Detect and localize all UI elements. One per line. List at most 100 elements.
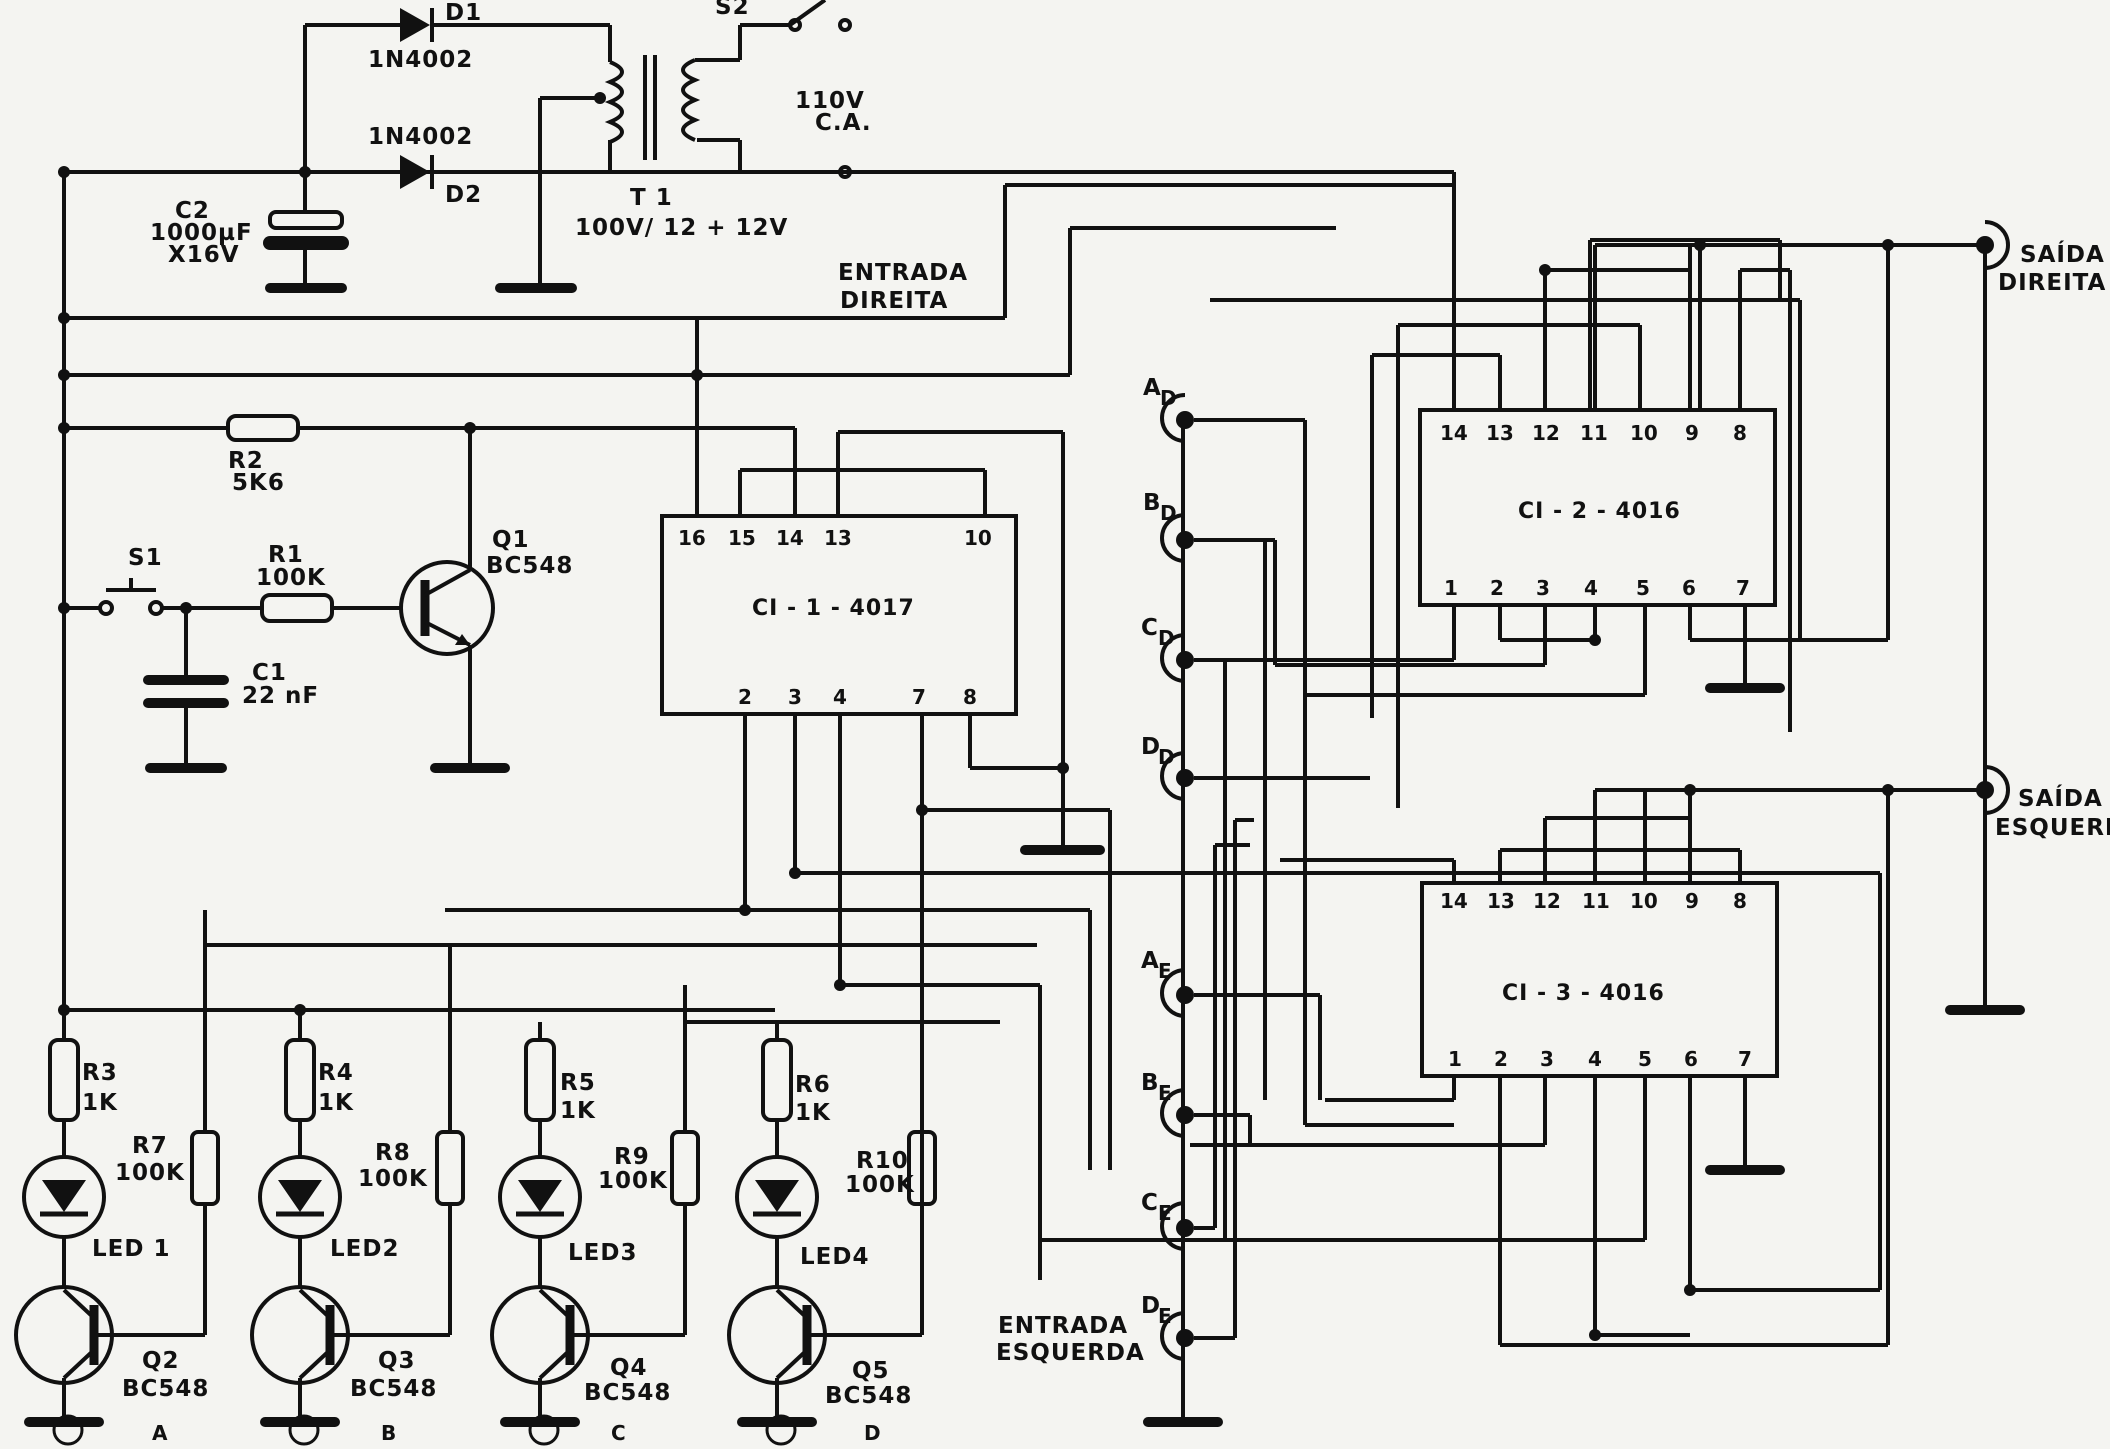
jack-be[interactable] bbox=[1160, 1088, 1252, 1147]
transformer-primary bbox=[681, 58, 701, 142]
jack-de-letter: D bbox=[1141, 1293, 1161, 1319]
ci1-pin-15: 15 bbox=[728, 526, 756, 550]
d2-label: D2 bbox=[445, 182, 482, 208]
r5-label: R5 bbox=[560, 1070, 596, 1096]
diode-d1-symbol bbox=[400, 8, 430, 42]
q4-type: BC548 bbox=[584, 1380, 671, 1406]
stage-2-base-resistor bbox=[435, 1130, 465, 1206]
jack-ae-sub: E bbox=[1158, 959, 1172, 983]
q2-collector bbox=[62, 1288, 96, 1320]
stage-2-tag-circle bbox=[288, 1414, 320, 1446]
jack-de[interactable] bbox=[1160, 818, 1254, 1361]
stage-1-collector-resistor bbox=[48, 1038, 80, 1122]
output-left-label-2: ESQUERDA bbox=[1995, 815, 2110, 841]
ci3-pin-3: 3 bbox=[1540, 1047, 1554, 1071]
ci3-pin-4: 4 bbox=[1588, 1047, 1602, 1071]
jack-ad-letter: A bbox=[1143, 375, 1162, 401]
jack-dd-letter: D bbox=[1141, 734, 1161, 760]
jack-bd[interactable] bbox=[1160, 513, 1267, 1100]
r3-label: R3 bbox=[82, 1060, 118, 1086]
input-left-label-1: ENTRADA bbox=[998, 1313, 1128, 1339]
jack-be-sub: E bbox=[1158, 1081, 1172, 1105]
r2-value-label: 5K6 bbox=[232, 470, 285, 496]
input-left-label-2: ESQUERDA bbox=[996, 1340, 1145, 1366]
output-jack-left[interactable] bbox=[1976, 765, 2010, 815]
stage-3-tag-circle bbox=[528, 1414, 560, 1446]
ci3-label: CI - 3 - 4016 bbox=[1502, 981, 1665, 1006]
ci2-pin-8: 8 bbox=[1733, 421, 1747, 445]
d1-label: D1 bbox=[445, 0, 482, 26]
output-right-label-2: DIREITA bbox=[1998, 270, 2106, 296]
output-jack-right[interactable] bbox=[1976, 220, 2010, 270]
q1-label: Q1 bbox=[492, 527, 530, 553]
r2-label: R2 bbox=[228, 448, 264, 474]
resistor-r1 bbox=[260, 593, 334, 623]
stage-2-collector-resistor bbox=[284, 1038, 316, 1122]
q5-emitter bbox=[775, 1348, 809, 1380]
led1-label: LED 1 bbox=[92, 1236, 170, 1262]
tag-d: D bbox=[864, 1421, 881, 1445]
led-4-arrow bbox=[755, 1180, 799, 1212]
jack-ce[interactable] bbox=[1160, 843, 1250, 1251]
ci3-pin-2: 2 bbox=[1494, 1047, 1508, 1071]
ci3-pin-14: 14 bbox=[1440, 889, 1468, 913]
output-left-label-1: SAÍDA bbox=[2018, 784, 2103, 812]
jack-cd-sub: D bbox=[1158, 626, 1175, 650]
r8-value: 100K bbox=[358, 1166, 428, 1192]
ci2-pin-13: 13 bbox=[1486, 421, 1514, 445]
ic-ci1 bbox=[660, 318, 1105, 1315]
ci2-pin-14: 14 bbox=[1440, 421, 1468, 445]
ci1-pin-8: 8 bbox=[963, 685, 977, 709]
r9-label: R9 bbox=[614, 1144, 650, 1170]
jack-ae[interactable] bbox=[1160, 968, 1322, 1100]
stage-4-tag-circle bbox=[765, 1414, 797, 1446]
mains-terminal-2 bbox=[838, 165, 852, 179]
ci2-pin-12: 12 bbox=[1532, 421, 1560, 445]
ci2-pin-11: 11 bbox=[1580, 421, 1608, 445]
r9-value: 100K bbox=[598, 1168, 668, 1194]
jack-ce-letter: C bbox=[1141, 1190, 1159, 1216]
ci2-pin-2: 2 bbox=[1490, 576, 1504, 600]
ci3-pin-11: 11 bbox=[1582, 889, 1610, 913]
ci2-pin-1: 1 bbox=[1444, 576, 1458, 600]
r6-value: 1K bbox=[795, 1100, 831, 1126]
oscillator bbox=[58, 183, 1454, 773]
transformer-secondary bbox=[604, 60, 624, 144]
ci1-pin-14: 14 bbox=[776, 526, 804, 550]
ci1-pin-10: 10 bbox=[964, 526, 992, 550]
capacitor-c2-plate bbox=[268, 210, 344, 230]
jack-dd[interactable] bbox=[1160, 751, 1370, 801]
mains-voltage-label: 110V bbox=[795, 88, 865, 114]
jack-bd-letter: B bbox=[1143, 490, 1162, 516]
ci3-pin-12: 12 bbox=[1533, 889, 1561, 913]
q4-emitter bbox=[538, 1348, 572, 1380]
q3-collector bbox=[298, 1288, 332, 1320]
r6-label: R6 bbox=[795, 1072, 831, 1098]
c1-value-label: 22 nF bbox=[242, 683, 319, 709]
jack-dd-sub: D bbox=[1158, 745, 1175, 769]
r5-value: 1K bbox=[560, 1098, 596, 1124]
ci3-pin-8: 8 bbox=[1733, 889, 1747, 913]
tag-c: C bbox=[611, 1421, 626, 1445]
ci1-pin-16: 16 bbox=[678, 526, 706, 550]
q1-type-label: BC548 bbox=[486, 553, 573, 579]
led4-label: LED4 bbox=[800, 1244, 869, 1270]
r1-label: R1 bbox=[268, 542, 304, 568]
ci1-pin-2: 2 bbox=[738, 685, 752, 709]
mains-type-label: C.A. bbox=[815, 110, 872, 136]
ic-ci3 bbox=[1040, 784, 1985, 1347]
stage-3-collector-resistor bbox=[524, 1038, 556, 1122]
ci3-pin-6: 6 bbox=[1684, 1047, 1698, 1071]
jack-cd-letter: C bbox=[1141, 615, 1159, 641]
ci2-pin-9: 9 bbox=[1685, 421, 1699, 445]
jack-ad[interactable] bbox=[1160, 393, 1454, 1127]
ci2-pin-7: 7 bbox=[1736, 576, 1750, 600]
jack-ce-sub: E bbox=[1158, 1201, 1172, 1225]
c2-voltage-label: X16V bbox=[168, 242, 240, 268]
ic-ci2 bbox=[1200, 238, 1985, 808]
tag-b: B bbox=[381, 1421, 396, 1445]
r3-value: 1K bbox=[82, 1090, 118, 1116]
ci2-label: CI - 2 - 4016 bbox=[1518, 499, 1681, 524]
input-jacks bbox=[1143, 393, 1454, 1427]
q4-label: Q4 bbox=[610, 1355, 648, 1381]
